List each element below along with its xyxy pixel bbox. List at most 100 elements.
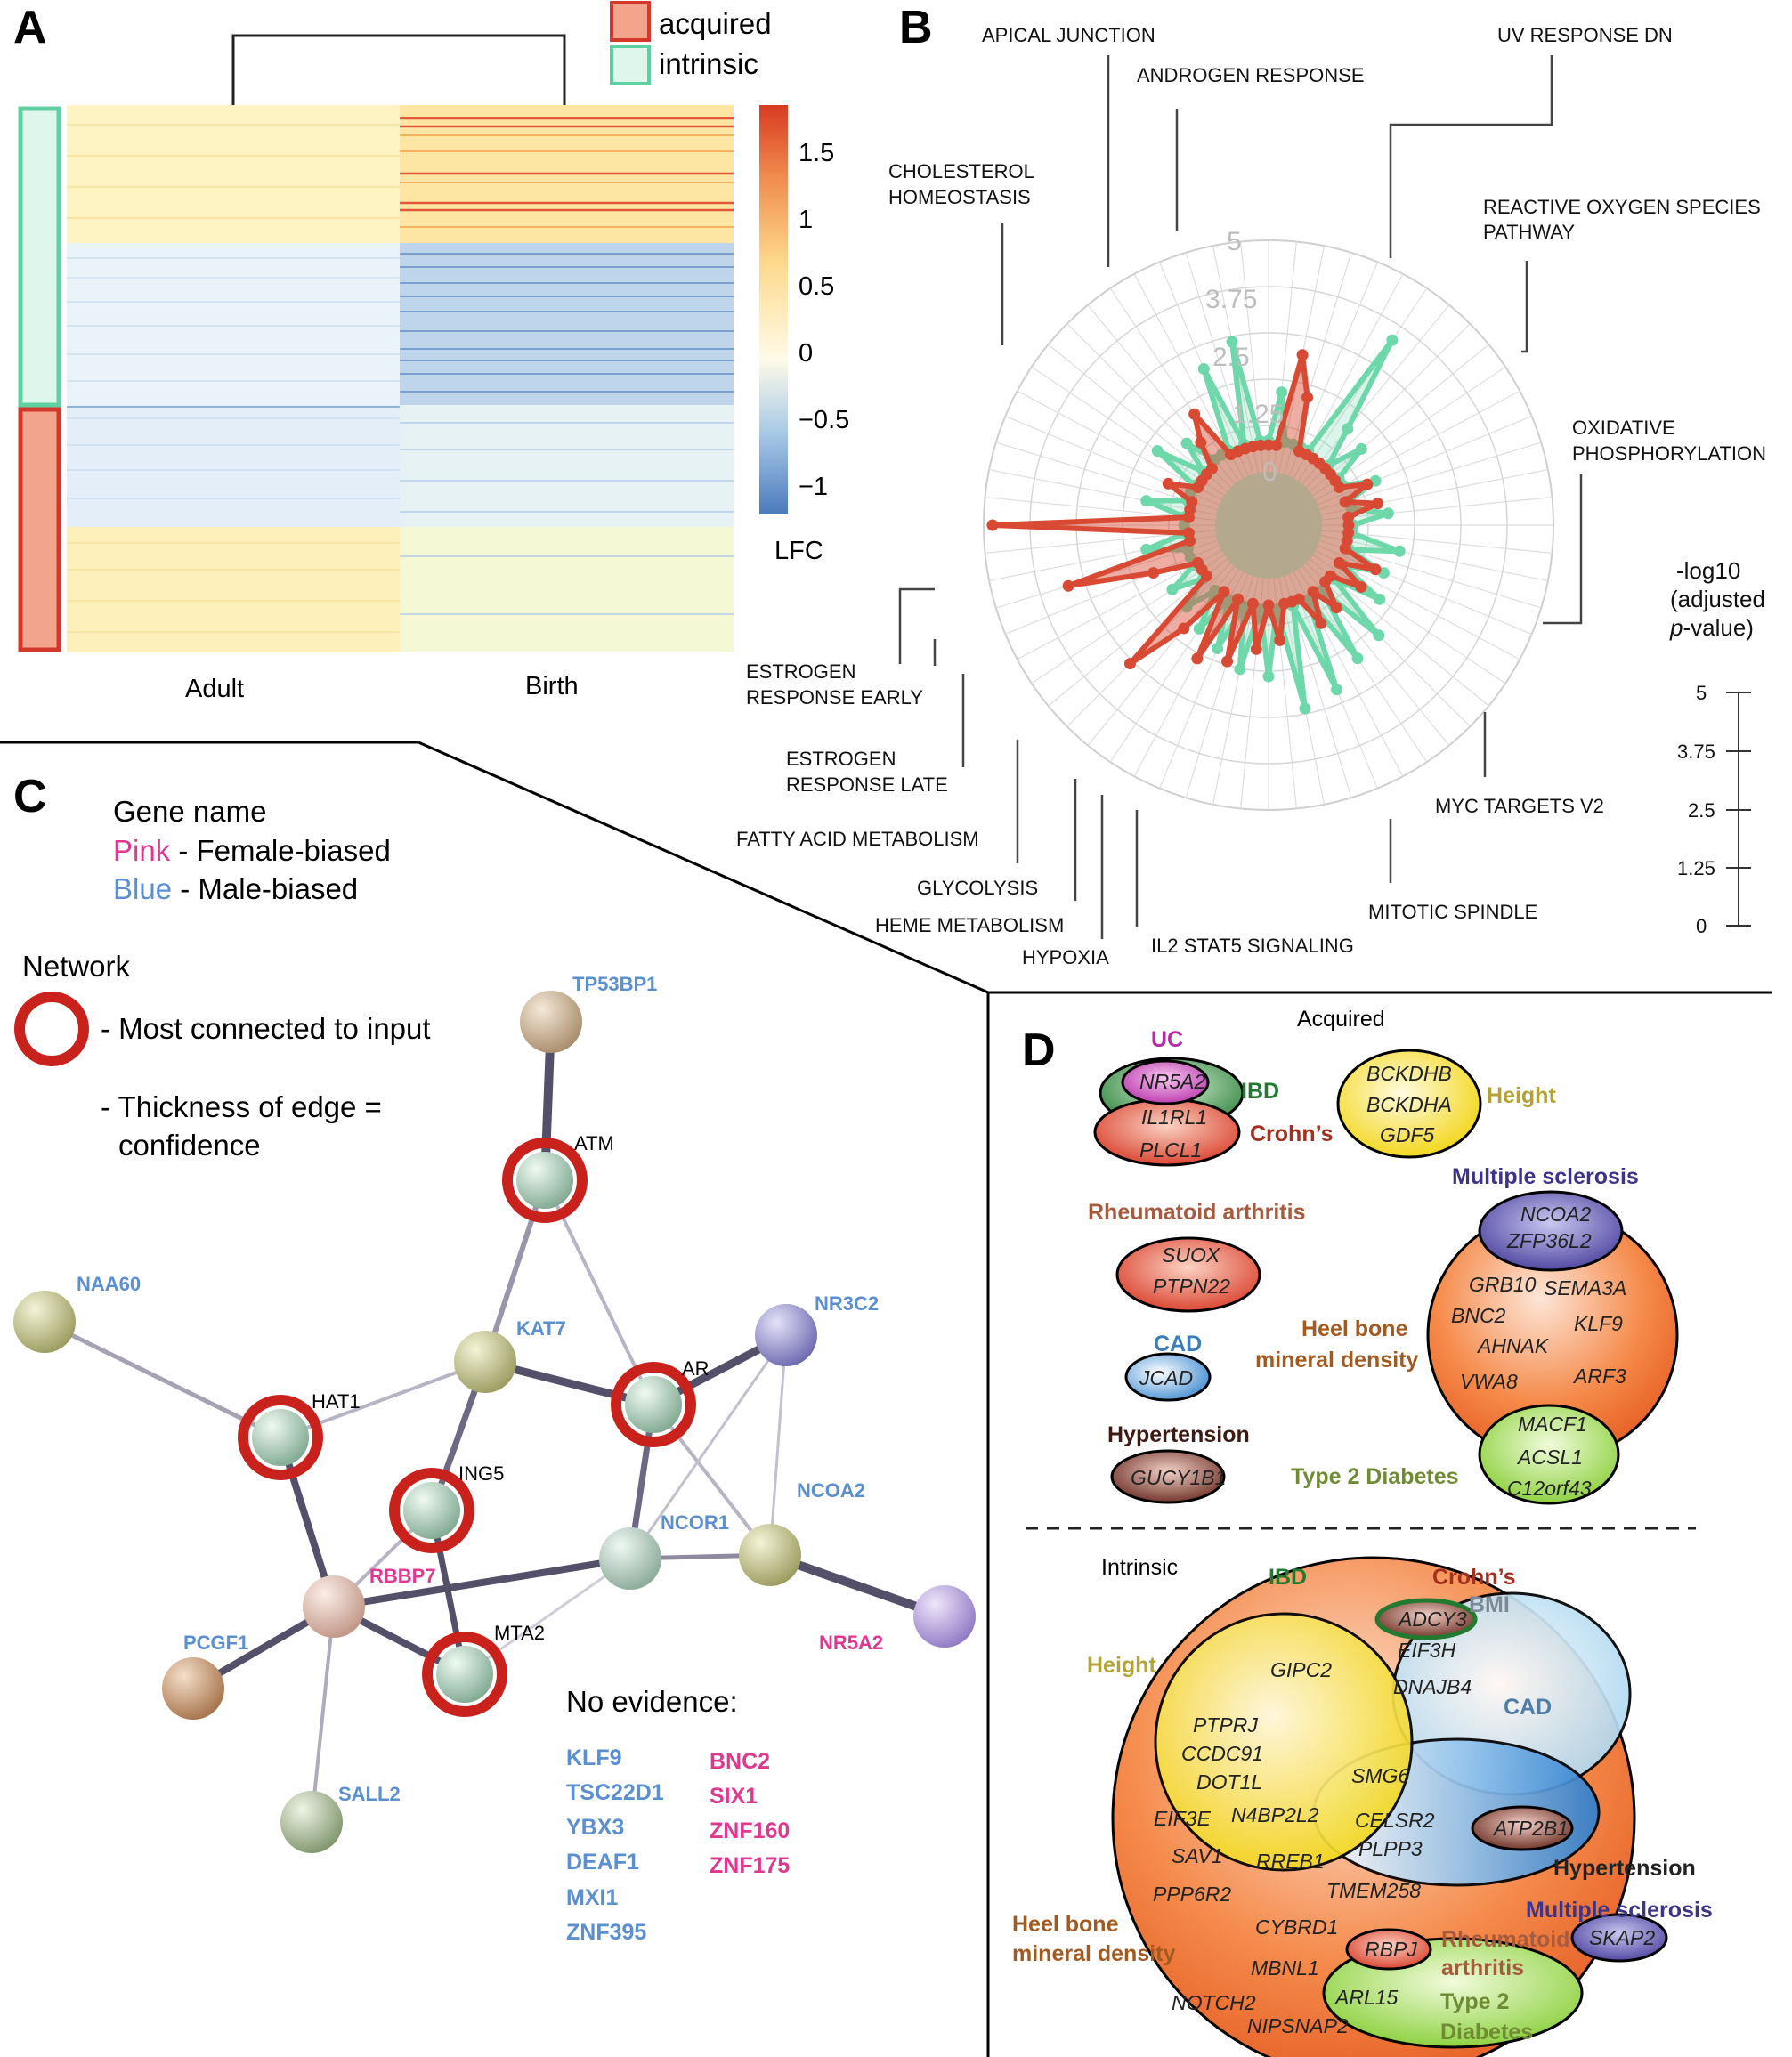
svg-text:(adjusted: (adjusted (1670, 586, 1765, 612)
svg-text:NR5A2: NR5A2 (1139, 1070, 1205, 1093)
svg-text:Hypertension: Hypertension (1553, 1856, 1696, 1881)
network-node (520, 991, 582, 1053)
series-acquired-point (1246, 597, 1259, 610)
series-intrinsic-point (1393, 545, 1406, 557)
svg-text:NCOA2: NCOA2 (1520, 1203, 1591, 1226)
radar-spoke (1109, 287, 1240, 482)
series-intrinsic-point (1386, 334, 1399, 346)
svg-text:p-value): p-value) (1669, 614, 1754, 641)
category-label: MITOTIC SPINDLE (1368, 901, 1537, 923)
dendrogram (231, 34, 566, 105)
category-label: MYC TARGETS V2 (1435, 795, 1604, 817)
column-label-adult: Adult (185, 675, 244, 703)
category-label: PHOSPHORYLATION (1572, 442, 1766, 465)
svg-text:ADCY3: ADCY3 (1397, 1608, 1467, 1631)
network-node (403, 1482, 460, 1539)
network-node (755, 1304, 817, 1366)
heatmap-column-birth (400, 105, 734, 652)
network-edge (310, 1605, 336, 1824)
series-intrinsic-point (1373, 629, 1385, 642)
series-intrinsic-point (1276, 386, 1288, 399)
series-acquired-point (1274, 634, 1286, 646)
trait-heel-bone-2: mineral density (1255, 1348, 1418, 1373)
series-acquired-point (1315, 617, 1327, 629)
series-acquired-point (1339, 496, 1351, 508)
network-edge (628, 1333, 788, 1560)
acquired-title: Acquired (1297, 1007, 1385, 1032)
series-acquired-point (1188, 408, 1201, 420)
svg-text:EIF3E: EIF3E (1154, 1807, 1212, 1830)
series-acquired-point (1221, 655, 1234, 668)
series-intrinsic-point (1382, 507, 1394, 520)
series-acquired-point (1372, 498, 1384, 510)
radar-spoke (1312, 554, 1506, 684)
category-label: ESTROGEN (746, 660, 855, 683)
svg-text:ZNF395: ZNF395 (566, 1920, 646, 1945)
legend-swatch-intrinsic (610, 45, 651, 85)
node-label: NR3C2 (815, 1292, 879, 1315)
legend-network-title: Network (22, 950, 131, 983)
series-intrinsic-point (1351, 652, 1364, 665)
panel-a-heatmap: A acquired intrinsic (13, 1, 849, 703)
radar-spoke (1320, 535, 1548, 582)
no-evidence-female-list: BNC2 SIX1 ZNF160 ZNF175 (710, 1749, 790, 1878)
svg-text:YBX3: YBX3 (566, 1815, 624, 1840)
svg-text:C12orf43: C12orf43 (1507, 1477, 1592, 1500)
network-node (599, 1527, 661, 1590)
svg-text:0: 0 (1696, 915, 1707, 937)
network-node (13, 1291, 76, 1353)
series-intrinsic-point (1355, 442, 1367, 455)
svg-text:CYBRD1: CYBRD1 (1255, 1915, 1338, 1939)
radar-spoke (1005, 415, 1220, 506)
svg-text:RREB1: RREB1 (1256, 1850, 1325, 1873)
series-acquired-point (1301, 391, 1314, 403)
series-acquired-point (1339, 542, 1351, 555)
svg-text:BCKDHA: BCKDHA (1366, 1093, 1452, 1116)
radar-spoke (1031, 366, 1225, 497)
category-label: GLYCOLYSIS (917, 877, 1038, 899)
acquired-trait-labels: UC IBD Crohn’s Height Multiple sclerosis… (1088, 1027, 1639, 1489)
series-acquired-point (986, 519, 999, 531)
svg-text:CELSR2: CELSR2 (1355, 1809, 1435, 1832)
svg-text:BCKDHB: BCKDHB (1366, 1062, 1452, 1085)
network-node (162, 1657, 224, 1720)
category-label: IL2 STAT5 SIGNALING (1151, 935, 1354, 957)
svg-text:SAV1: SAV1 (1172, 1844, 1223, 1867)
series-acquired-point (1195, 436, 1207, 449)
series-intrinsic-point (1180, 437, 1193, 449)
network-edge (482, 1178, 547, 1365)
radar-spoke (1309, 344, 1489, 492)
series-intrinsic-point (1151, 445, 1164, 458)
network-node (280, 1791, 343, 1853)
series-acquired-point (1250, 643, 1262, 655)
panel-c-network: C Gene name Pink - Female-biased Blue - … (13, 771, 976, 1945)
series-intrinsic-point (1234, 663, 1246, 676)
svg-text:MBNL1: MBNL1 (1251, 1956, 1319, 1980)
series-acquired-point (1191, 652, 1204, 665)
svg-text:CCDC91: CCDC91 (1181, 1742, 1263, 1765)
intrinsic-trait-labels: IBD Crohn’s BMI Height CAD Hypertension … (1012, 1565, 1713, 2045)
svg-text:PLCL1: PLCL1 (1139, 1138, 1202, 1162)
svg-text:IL1RL1: IL1RL1 (1141, 1105, 1207, 1129)
pvalue-axis: -log10 (adjusted p-value) 5 3.75 2.5 1.2… (1669, 557, 1765, 937)
node-label: NAA60 (77, 1273, 141, 1295)
category-leader-lines (898, 55, 1583, 939)
svg-text:Hypertension: Hypertension (1107, 1422, 1250, 1447)
svg-text:ATP2B1: ATP2B1 (1492, 1817, 1569, 1840)
svg-text:1.5: 1.5 (799, 139, 834, 167)
svg-text:CAD: CAD (1504, 1695, 1552, 1720)
hub-ring (502, 1138, 588, 1223)
svg-text:Multiple sclerosis: Multiple sclerosis (1452, 1164, 1639, 1189)
network-edge (42, 1319, 283, 1440)
series-intrinsic-point (1181, 544, 1194, 556)
legend-pink: Pink - Female-biased (113, 834, 391, 867)
category-labels: APICAL JUNCTION ANDROGEN RESPONSE UV RES… (736, 24, 1766, 968)
svg-text:DOT1L: DOT1L (1196, 1770, 1262, 1794)
network-node (516, 1152, 573, 1209)
node-label: ATM (574, 1132, 614, 1154)
svg-text:GUCY1B1: GUCY1B1 (1131, 1466, 1226, 1489)
svg-text:SEMA3A: SEMA3A (1544, 1276, 1626, 1300)
hub-ring (389, 1468, 474, 1553)
series-acquired-point (1369, 563, 1382, 576)
node-label: NCOA2 (797, 1479, 865, 1502)
